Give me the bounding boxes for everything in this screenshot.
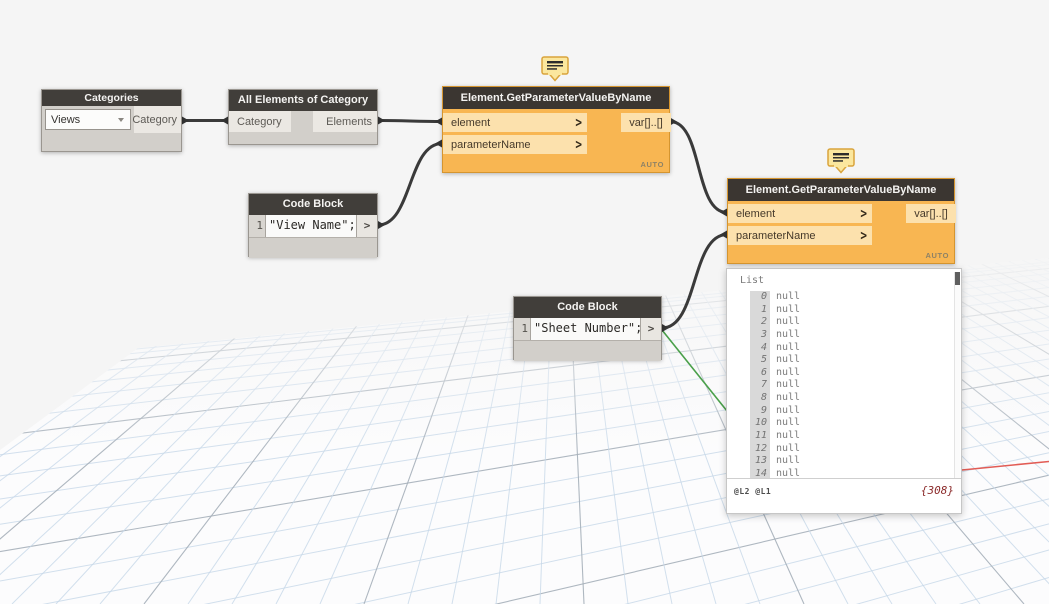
- list-item-value: null: [776, 328, 801, 340]
- wire-elements-to-element1[interactable]: [376, 119, 444, 123]
- port-input-category[interactable]: Category: [229, 111, 291, 132]
- list-item-value: null: [776, 341, 801, 353]
- list-item-index: 13: [750, 455, 770, 468]
- port-chevron-icon[interactable]: >: [860, 205, 867, 222]
- port-chevron-icon[interactable]: >: [575, 136, 582, 153]
- chevron-down-icon: [118, 117, 124, 122]
- list-item: 0 null: [727, 288, 961, 304]
- port-input-parametername[interactable]: parameterName >: [443, 135, 587, 154]
- preview-footer: @L2 @L1 {308}: [727, 478, 961, 513]
- list-item: 13 null: [727, 452, 961, 468]
- list-item: 3 null: [727, 326, 961, 342]
- categories-dropdown[interactable]: Views: [45, 109, 131, 130]
- list-item: 1 null: [727, 301, 961, 317]
- lacing-badge: AUTO: [925, 251, 949, 260]
- preview-root-label: List: [740, 275, 765, 286]
- list-item-index: 7: [750, 379, 770, 393]
- list-item: 9 null: [727, 402, 961, 418]
- node-code-block-2[interactable]: Code Block 1 "Sheet Number"; >: [513, 296, 662, 361]
- wire-codeblock1-to-parametername1[interactable]: [376, 142, 444, 227]
- list-item-value: null: [776, 467, 801, 479]
- list-item: 5 null: [727, 351, 961, 367]
- list-item-value: null: [776, 303, 801, 315]
- node-get-parameter-2[interactable]: Element.GetParameterValueByName element …: [727, 178, 956, 264]
- port-input-element[interactable]: element >: [443, 113, 587, 132]
- port-output-codeblock-1[interactable]: >: [356, 215, 377, 237]
- list-item-index: 1: [750, 303, 770, 317]
- port-output-codeblock-2[interactable]: >: [640, 318, 661, 340]
- list-item-index: 10: [750, 417, 770, 430]
- list-item-index: 11: [750, 430, 770, 443]
- preview-levels-label: @L2 @L1: [734, 487, 772, 496]
- list-item-value: null: [776, 316, 801, 328]
- list-item: 12 null: [727, 440, 961, 456]
- list-item-value: null: [776, 417, 801, 429]
- list-item: 2 null: [727, 313, 961, 329]
- wire-var1-to-element2[interactable]: [668, 120, 729, 214]
- list-item: 4 null: [727, 339, 961, 355]
- node-get-parameter-2-header[interactable]: Element.GetParameterValueByName: [728, 179, 954, 201]
- list-item-index: 2: [750, 316, 770, 329]
- list-item-index: 0: [750, 291, 770, 304]
- list-item: 6 null: [727, 364, 961, 380]
- preview-list: List 0 null 1 null 2 null 3 null: [727, 269, 961, 485]
- port-chevron-icon[interactable]: >: [860, 227, 867, 244]
- list-item-value: null: [776, 379, 801, 391]
- code-block-1-code[interactable]: "View Name";: [269, 218, 356, 232]
- node-get-parameter-1-header[interactable]: Element.GetParameterValueByName: [443, 87, 669, 109]
- port-input-element[interactable]: element >: [728, 204, 872, 223]
- list-item: 7 null: [727, 376, 961, 393]
- list-item: 14 null: [727, 465, 961, 481]
- list-item-value: null: [776, 366, 801, 378]
- list-item: 10 null: [727, 414, 961, 430]
- preview-scrollbar[interactable]: [954, 272, 960, 478]
- list-item-index: 5: [750, 354, 770, 367]
- scrollbar-thumb[interactable]: [955, 272, 960, 285]
- list-item-value: null: [776, 430, 801, 442]
- wire-codeblock2-to-parametername2[interactable]: [660, 233, 729, 330]
- node-get-parameter-1[interactable]: Element.GetParameterValueByName element …: [442, 86, 671, 173]
- wire-end-nubs: [182, 116, 727, 332]
- list-item-index: 6: [750, 366, 770, 380]
- preview-popup[interactable]: List 0 null 1 null 2 null 3 null: [726, 268, 962, 514]
- list-item-index: 14: [750, 467, 770, 481]
- node-code-block-1[interactable]: Code Block 1 "View Name"; >: [248, 193, 378, 258]
- list-item: 8 null: [727, 389, 961, 405]
- note-icon[interactable]: [825, 147, 857, 175]
- node-code-block-1-header[interactable]: Code Block: [249, 194, 377, 215]
- preview-rows: 0 null 1 null 2 null 3 null 4 null: [727, 288, 961, 481]
- world-axes: [661, 329, 1049, 471]
- port-output-var[interactable]: var[]..[]: [906, 204, 956, 223]
- node-categories[interactable]: Categories Views Category: [41, 89, 182, 152]
- code-line-number: 1: [514, 318, 531, 340]
- list-item-value: null: [776, 404, 801, 416]
- list-item-value: null: [776, 442, 801, 454]
- port-input-parametername[interactable]: parameterName >: [728, 226, 872, 245]
- node-all-elements-header[interactable]: All Elements of Category: [229, 90, 377, 111]
- list-item-value: null: [776, 354, 801, 366]
- list-item-value: null: [776, 291, 801, 302]
- list-item-index: 9: [750, 404, 770, 418]
- node-code-block-2-header[interactable]: Code Block: [514, 297, 661, 318]
- node-all-elements-of-category[interactable]: All Elements of Category Category Elemen…: [228, 89, 378, 145]
- node-categories-header[interactable]: Categories: [42, 90, 181, 106]
- port-output-var[interactable]: var[]..[]: [621, 113, 671, 132]
- list-item-index: 3: [750, 328, 770, 342]
- list-item-index: 8: [750, 392, 770, 405]
- preview-count-badge: {308}: [920, 484, 954, 497]
- list-item-index: 4: [750, 341, 770, 355]
- port-chevron-icon[interactable]: >: [575, 114, 582, 131]
- port-output-category[interactable]: Category: [132, 106, 181, 133]
- note-icon[interactable]: [539, 55, 571, 83]
- list-item-value: null: [776, 455, 801, 467]
- port-output-elements[interactable]: Elements: [313, 111, 377, 132]
- list-item-value: null: [776, 392, 801, 404]
- categories-dropdown-value: Views: [51, 113, 81, 126]
- code-line-number: 1: [249, 215, 266, 237]
- list-item-index: 12: [750, 442, 770, 456]
- code-block-2-code[interactable]: "Sheet Number";: [534, 321, 640, 335]
- lacing-badge: AUTO: [640, 160, 664, 169]
- list-item: 11 null: [727, 427, 961, 443]
